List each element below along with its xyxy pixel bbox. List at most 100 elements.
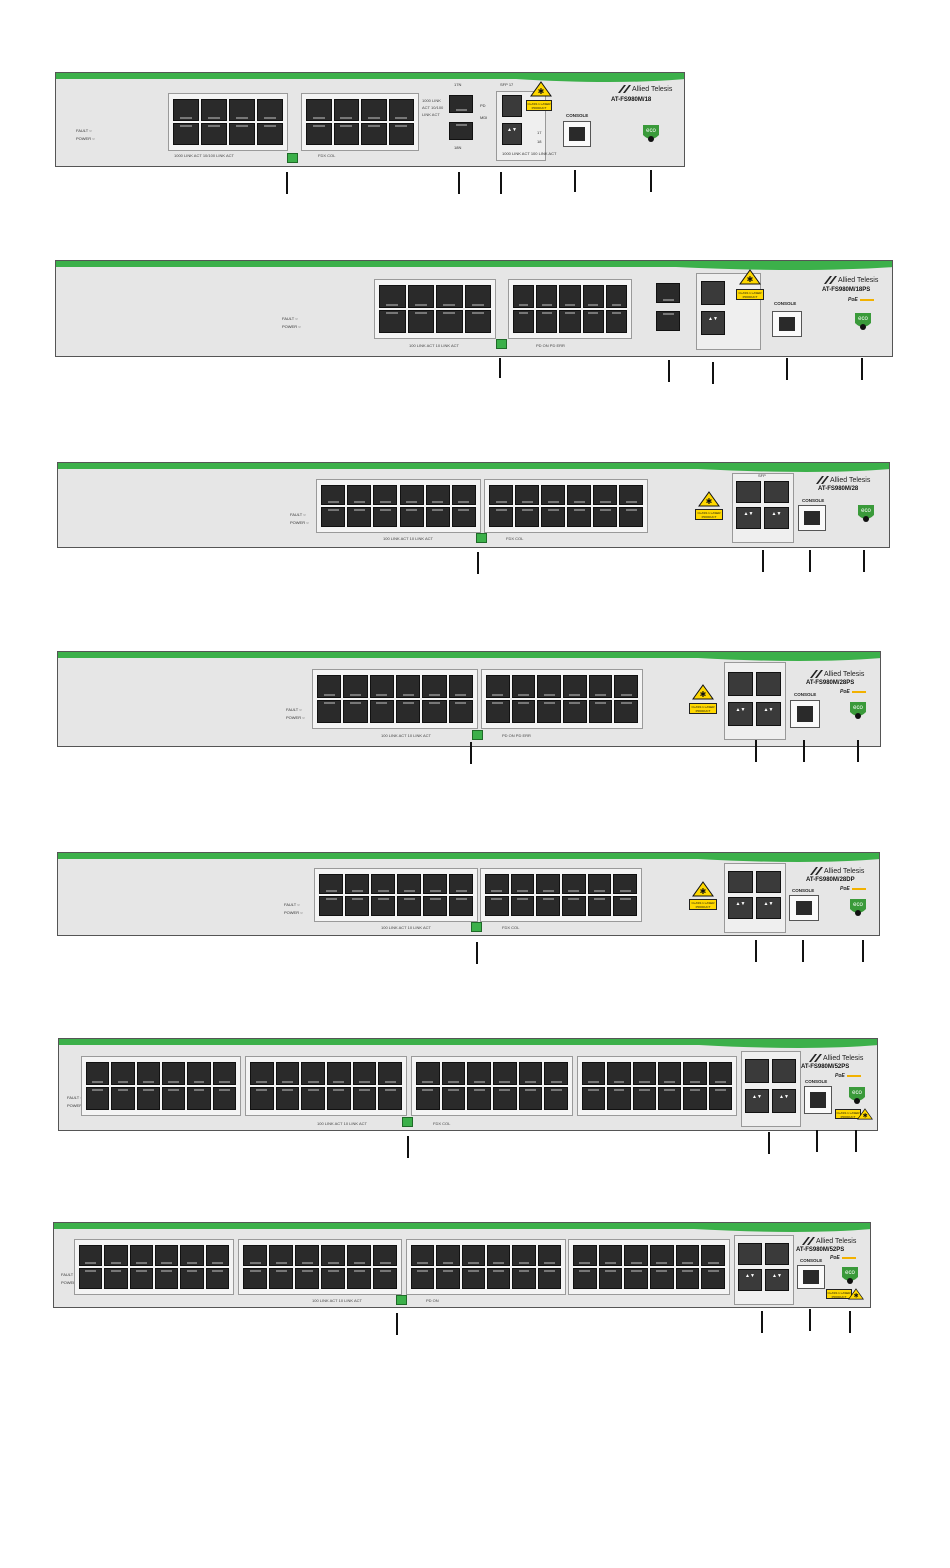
rj45-port[interactable] [187,1087,211,1110]
rj45-port[interactable] [613,874,637,894]
rj45-port[interactable] [352,1062,377,1085]
rj45-port[interactable] [582,285,604,308]
rj45-port[interactable] [407,310,434,333]
rj45-port[interactable] [536,896,560,916]
rj45-port[interactable] [701,1268,725,1289]
rj45-port[interactable] [378,1087,402,1110]
rj45-port[interactable] [537,700,561,723]
rj45-port[interactable] [347,1268,371,1289]
rj45-port[interactable] [86,1087,110,1110]
rj45-port[interactable] [423,896,447,916]
rj45-port[interactable] [269,1268,293,1289]
sfp-port-28[interactable]: ▲▼ [756,897,781,919]
rj45-port[interactable] [541,485,565,505]
rj45-port[interactable] [201,99,227,121]
rj45-port[interactable] [388,123,414,145]
rj45-port[interactable] [317,700,342,723]
rj45-port[interactable] [513,285,535,308]
rj45-port[interactable] [371,896,395,916]
rj45-port[interactable] [104,1245,128,1266]
rj45-port[interactable] [250,1062,274,1085]
rj45-port[interactable] [129,1245,153,1266]
rj45-port[interactable] [111,1062,135,1085]
rj45-port[interactable] [301,1087,325,1110]
sfp-port-27[interactable] [756,672,781,696]
rj45-port[interactable] [701,1245,725,1266]
rj45-port[interactable] [373,507,398,527]
rj45-port[interactable] [582,1062,606,1085]
rj45-port[interactable] [352,1087,377,1110]
rj45-port[interactable] [369,700,394,723]
rj45-port[interactable] [708,1087,732,1110]
rj45-port[interactable] [111,1087,135,1110]
rj45-port[interactable] [562,896,586,916]
rj45-port[interactable] [275,1062,300,1085]
rj45-port[interactable] [607,1062,631,1085]
rj45-port[interactable] [588,675,613,698]
rj45-port[interactable] [441,1087,466,1110]
rj45-port[interactable] [487,1268,511,1289]
rj45-port[interactable] [487,1245,511,1266]
rj45-port[interactable] [180,1245,204,1266]
rj45-port[interactable] [624,1245,648,1266]
rj45-port[interactable] [345,874,369,894]
sfp-port-17[interactable] [502,95,522,117]
rj45-port[interactable] [467,1062,491,1085]
rj45-port[interactable] [614,700,638,723]
rj45-port[interactable] [327,1087,351,1110]
rj45-port[interactable] [378,1062,402,1085]
rj45-port[interactable] [423,874,447,894]
rj45-port[interactable] [461,1268,485,1289]
rj45-port[interactable] [317,675,342,698]
rj45-port[interactable] [449,896,473,916]
rj45-port[interactable] [493,1087,517,1110]
rj45-port[interactable] [379,310,406,333]
rj45-port[interactable] [598,1245,623,1266]
rj45-port[interactable] [436,1268,460,1289]
rj45-port[interactable] [536,310,558,333]
rj45-port[interactable] [537,675,561,698]
rj45-port[interactable] [510,874,535,894]
rj45-port[interactable] [327,1062,351,1085]
sfp-port-49[interactable] [745,1059,769,1083]
sfp-port-25[interactable] [728,672,753,696]
rj45-port[interactable] [301,1062,325,1085]
combo-port-17[interactable] [656,283,680,303]
sfp-port-51[interactable] [765,1243,789,1265]
rj45-port[interactable] [512,1268,536,1289]
rj45-port[interactable] [510,896,535,916]
rj45-port[interactable] [79,1245,103,1266]
rj45-port[interactable] [605,310,627,333]
sfp-port-18[interactable]: ▲▼ [502,123,522,145]
rj45-port[interactable] [650,1245,674,1266]
rj45-port[interactable] [425,507,450,527]
rj45-port[interactable] [650,1268,674,1289]
rj45-port[interactable] [567,485,591,505]
rj45-port[interactable] [518,1062,543,1085]
rj45-port[interactable] [371,874,395,894]
rj45-port[interactable] [205,1268,229,1289]
rj45-port[interactable] [422,675,447,698]
rj45-port[interactable] [573,1245,597,1266]
rj45-port[interactable] [708,1062,732,1085]
rj45-port[interactable] [582,1087,606,1110]
sfp-port-26[interactable]: ▲▼ [728,897,753,919]
rj45-port[interactable] [464,310,491,333]
console-port[interactable] [804,1086,832,1114]
rj45-port[interactable] [587,896,612,916]
rj45-port[interactable] [79,1268,103,1289]
rj45-port[interactable] [345,896,369,916]
sfp-port-28[interactable]: ▲▼ [764,507,789,529]
rj45-port[interactable] [379,285,406,308]
rj45-port[interactable] [257,99,283,121]
sfp-port-50[interactable]: ▲▼ [745,1089,769,1113]
rj45-port[interactable] [451,507,476,527]
rj45-port[interactable] [559,310,581,333]
rj45-port[interactable] [461,1245,485,1266]
rj45-port[interactable] [162,1062,186,1085]
sfp-port-52[interactable]: ▲▼ [765,1269,789,1291]
rj45-port[interactable] [675,1268,700,1289]
rj45-port[interactable] [162,1087,186,1110]
rj45-port[interactable] [515,485,539,505]
sfp-port-27[interactable] [756,871,781,893]
